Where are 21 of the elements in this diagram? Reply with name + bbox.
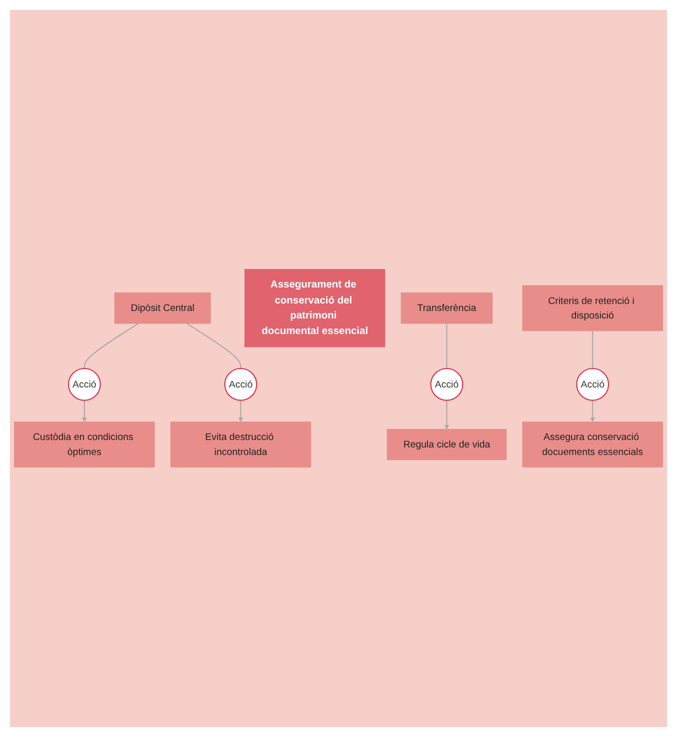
- connector: [446, 324, 448, 369]
- panel-background: Dipòsit Central Acció Acció Custòdia en condicions òptimes Evita destrucció incontrolada Assegurament de conservació del patrimoni documental essencial Regula cicle de vida Assegura conservació docuements essencials Acció Acció Transferència Criteris de retenció i disposició: [10, 10, 667, 727]
- node-box: [400, 292, 493, 324]
- node-box: [244, 269, 386, 348]
- node-circle: [430, 368, 464, 402]
- node-circle: [576, 368, 610, 402]
- node-box: [114, 292, 211, 324]
- arrow: [238, 400, 244, 422]
- node-circle: [68, 368, 101, 402]
- connector: [186, 323, 242, 369]
- node-circle: [224, 368, 258, 402]
- node-box: [522, 422, 663, 468]
- node-box: [14, 422, 155, 468]
- arrow: [444, 400, 450, 430]
- connector: [84, 323, 139, 369]
- arrow: [590, 400, 595, 422]
- connector: [592, 331, 594, 369]
- node-box: [522, 285, 663, 332]
- node-box: [386, 429, 507, 460]
- node-box: [170, 422, 312, 468]
- arrow: [82, 400, 87, 422]
